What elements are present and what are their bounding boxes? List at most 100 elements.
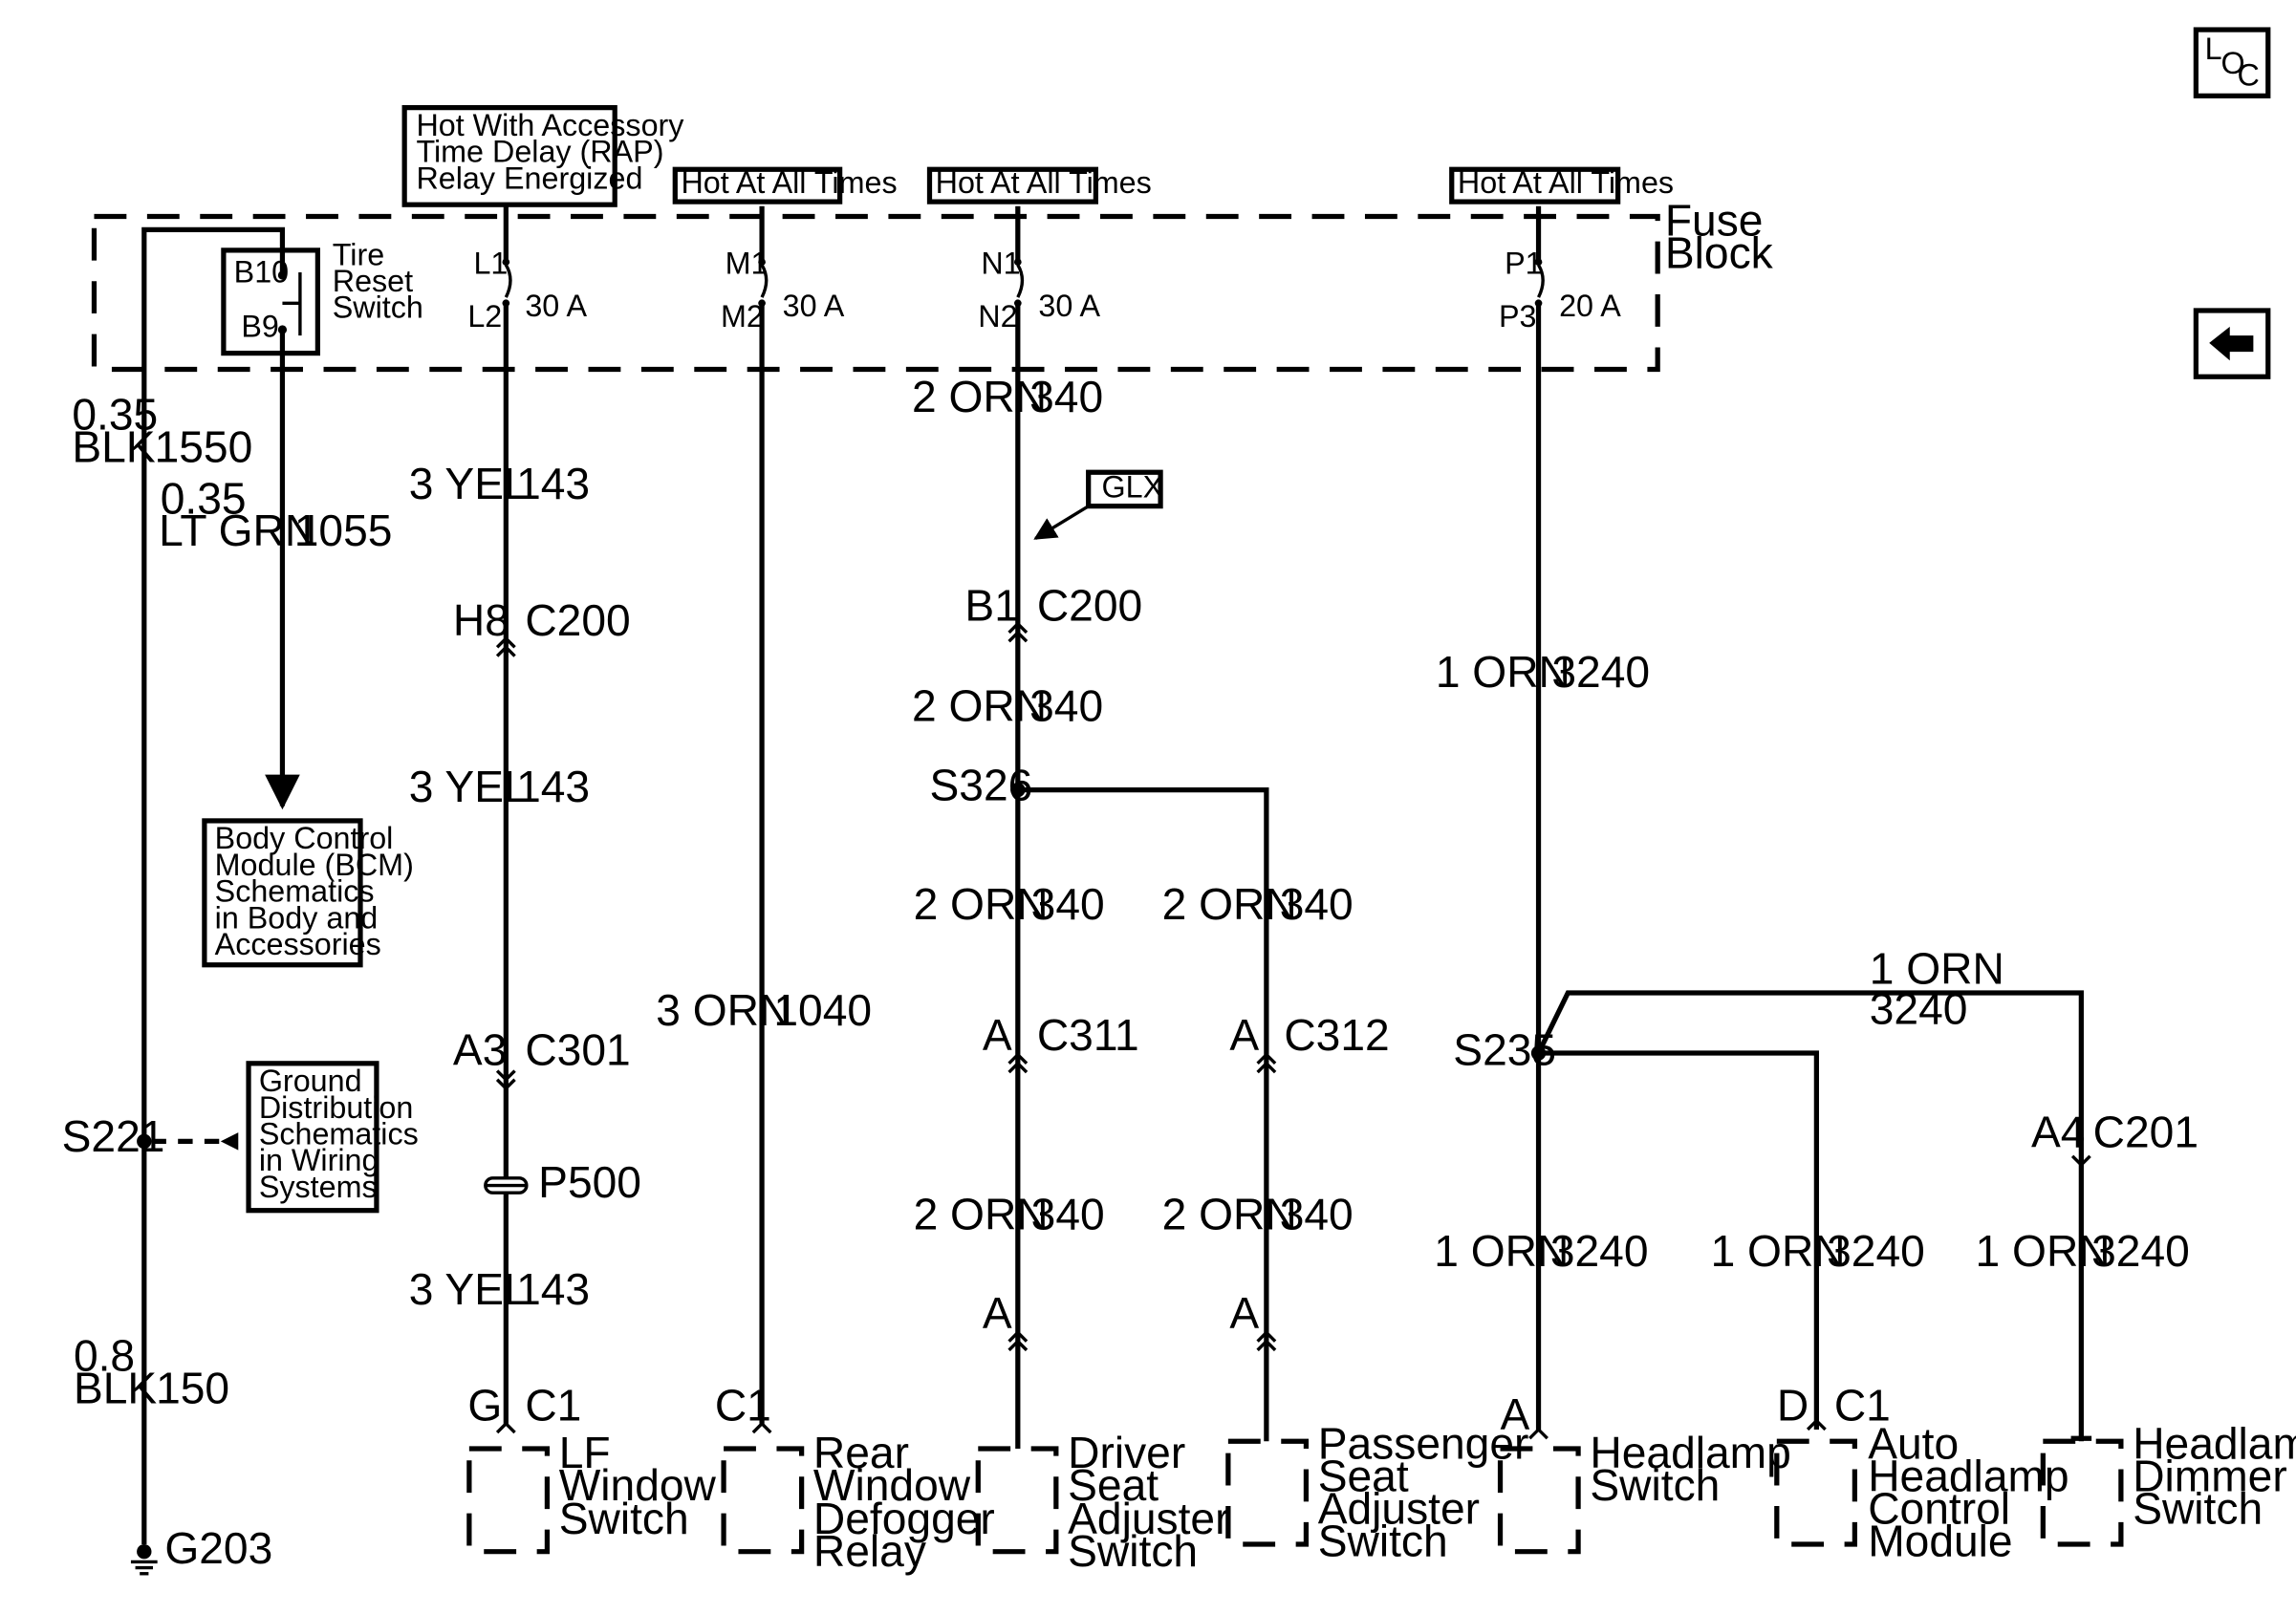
svg-text:Passenger: Passenger: [1318, 1419, 1529, 1469]
fuse-l: L1 L2 30 A: [467, 247, 587, 334]
ground-reference-box[interactable]: Ground Distribution Schematics in Wiring…: [246, 1061, 419, 1214]
svg-text:3240: 3240: [1870, 983, 1968, 1033]
fuse-p: P1 P3 20 A: [1499, 247, 1621, 334]
svg-text:Schematics: Schematics: [215, 874, 375, 909]
svg-text:3240: 3240: [1551, 647, 1650, 697]
svg-text:S326: S326: [929, 760, 1032, 809]
connector-c311: [1007, 1052, 1029, 1074]
svg-text:GLX: GLX: [1102, 469, 1164, 504]
svg-text:C200: C200: [525, 595, 630, 645]
svg-text:Headlamp: Headlamp: [2133, 1419, 2296, 1469]
svg-text:Window: Window: [559, 1460, 717, 1510]
bcm-reference-box[interactable]: Body Control Module (BCM) Schematics in …: [202, 818, 414, 968]
fuse-n: N1 N2 30 A: [978, 247, 1100, 334]
svg-text:G203: G203: [164, 1523, 272, 1573]
svg-text:Switch: Switch: [1318, 1516, 1448, 1565]
svg-text:A: A: [1229, 1010, 1259, 1060]
svg-text:Auto: Auto: [1868, 1419, 1959, 1469]
svg-text:Headlamp: Headlamp: [1590, 1428, 1790, 1477]
svg-text:Seat: Seat: [1318, 1452, 1409, 1501]
svg-text:Tire: Tire: [333, 237, 384, 271]
svg-text:1040: 1040: [773, 985, 872, 1035]
svg-text:Hot At All Times: Hot At All Times: [936, 165, 1152, 200]
svg-text:Switch: Switch: [1590, 1460, 1720, 1510]
svg-text:1 ORN: 1 ORN: [1436, 647, 1570, 697]
svg-text:Switch: Switch: [333, 291, 423, 325]
wire-label-grn-size: 0.35: [161, 473, 247, 523]
svg-text:C301: C301: [525, 1024, 630, 1074]
svg-text:A: A: [1229, 1288, 1259, 1338]
connector-c312: [1256, 1052, 1277, 1074]
component-lf-window-switch[interactable]: [466, 1446, 551, 1555]
component-headlamp-switch[interactable]: [1497, 1446, 1581, 1555]
svg-text:C1: C1: [715, 1381, 771, 1431]
fuse-block-label: Fuse: [1665, 196, 1764, 246]
svg-text:3240: 3240: [1550, 1226, 1649, 1276]
svg-text:Module: Module: [1868, 1516, 2012, 1565]
svg-text:Dimmer: Dimmer: [2133, 1452, 2287, 1501]
svg-text:C200: C200: [1037, 581, 1142, 631]
wire-340-orn-pass: [1017, 786, 1269, 1442]
svg-text:3240: 3240: [1827, 1226, 1925, 1276]
svg-text:Switch: Switch: [559, 1494, 689, 1543]
svg-text:Relay: Relay: [813, 1526, 926, 1576]
svg-text:2 ORN: 2 ORN: [912, 372, 1047, 421]
svg-text:3 YEL: 3 YEL: [409, 762, 529, 811]
svg-text:Hot At All Times: Hot At All Times: [1458, 165, 1674, 200]
fuse-block-outline: [91, 213, 1660, 373]
svg-text:Relay Energized: Relay Energized: [416, 161, 642, 195]
wire-3240-ahc: [1538, 1050, 1819, 1430]
svg-text:BLK: BLK: [72, 421, 155, 471]
svg-text:C312: C312: [1284, 1010, 1389, 1060]
svg-text:3240: 3240: [2091, 1226, 2190, 1276]
svg-text:2 ORN: 2 ORN: [914, 1190, 1049, 1239]
svg-text:N1: N1: [981, 247, 1020, 281]
svg-text:L2: L2: [467, 299, 502, 334]
svg-text:1 ORN: 1 ORN: [1976, 1226, 2111, 1276]
svg-text:3 ORN: 3 ORN: [656, 985, 791, 1035]
svg-text:2 ORN: 2 ORN: [1162, 879, 1297, 929]
svg-text:N2: N2: [978, 299, 1017, 334]
svg-text:30 A: 30 A: [1038, 289, 1100, 323]
svg-text:B1: B1: [964, 581, 1018, 631]
component-headlamp-dimmer-switch[interactable]: [2040, 1438, 2124, 1547]
loc-button[interactable]: L O C: [2193, 27, 2271, 98]
hot-label-accessory: Hot With Accessory Time Delay (RAP) Rela…: [401, 105, 684, 207]
svg-text:C201: C201: [2093, 1108, 2199, 1157]
connector-c200-b1: [1007, 621, 1029, 643]
svg-text:Hot With Accessory: Hot With Accessory: [416, 108, 684, 142]
component-auto-headlamp-control-module[interactable]: [1774, 1438, 1857, 1547]
svg-text:150: 150: [156, 1363, 229, 1412]
svg-text:A: A: [983, 1010, 1012, 1060]
svg-text:B9: B9: [241, 310, 279, 344]
svg-text:2 ORN: 2 ORN: [1162, 1190, 1297, 1239]
option-glx-badge: GLX: [1033, 469, 1164, 540]
svg-text:Switch: Switch: [1068, 1526, 1198, 1576]
component-passenger-seat-adjuster[interactable]: [1225, 1438, 1310, 1547]
component-rear-defogger-relay[interactable]: [721, 1446, 805, 1555]
svg-text:P500: P500: [538, 1157, 641, 1207]
svg-text:C311: C311: [1037, 1010, 1139, 1060]
svg-text:C: C: [2237, 58, 2259, 93]
svg-text:340: 340: [1031, 879, 1105, 929]
svg-text:Headlamp: Headlamp: [1868, 1452, 2069, 1501]
svg-text:LT GRN: LT GRN: [159, 506, 316, 555]
hot-label-n: Hot At All Times: [926, 165, 1152, 204]
svg-text:30 A: 30 A: [783, 289, 845, 323]
component-driver-seat-adjuster[interactable]: [975, 1446, 1059, 1555]
svg-text:2 ORN: 2 ORN: [914, 879, 1049, 929]
hot-label-p: Hot At All Times: [1449, 165, 1674, 204]
svg-text:A4: A4: [2031, 1108, 2085, 1157]
svg-text:340: 340: [1029, 372, 1103, 421]
svg-text:Adjuster: Adjuster: [1318, 1483, 1480, 1533]
loc-icon: L: [2205, 32, 2222, 66]
svg-text:A: A: [983, 1288, 1012, 1338]
back-button[interactable]: [2193, 308, 2271, 379]
svg-text:Time Delay (RAP): Time Delay (RAP): [416, 135, 663, 169]
svg-text:D: D: [1777, 1381, 1809, 1431]
wire-label-blk-size: 0.35: [72, 390, 158, 440]
svg-text:Body Control: Body Control: [215, 821, 394, 855]
svg-text:Accessories: Accessories: [215, 927, 381, 961]
svg-text:3 YEL: 3 YEL: [409, 1264, 529, 1314]
